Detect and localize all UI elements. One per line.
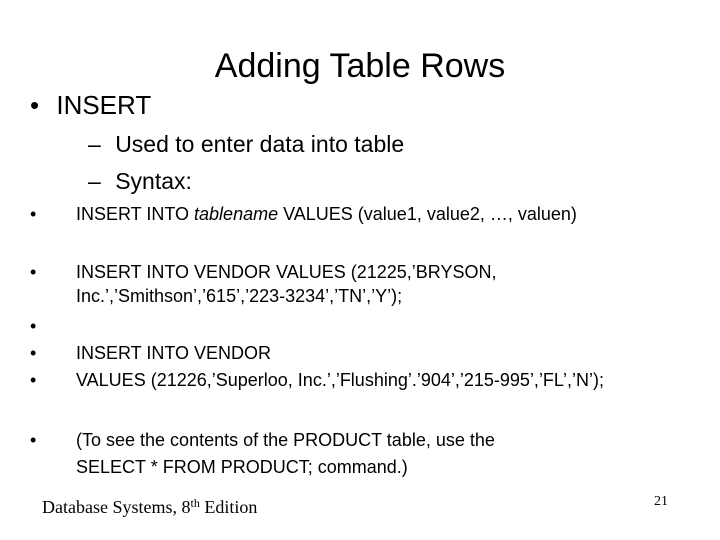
slide-title: Adding Table Rows: [0, 46, 720, 86]
note-line2: SELECT * FROM PRODUCT; command.): [76, 457, 408, 477]
dash-marker: –: [88, 168, 101, 194]
footer-text-after: Edition: [199, 497, 258, 517]
subbullet-syntax: – Syntax:: [88, 166, 192, 196]
bullet-marker: •: [30, 90, 40, 120]
bullet-insert: • INSERT: [30, 88, 151, 122]
example2-line1: INSERT INTO VENDOR: [76, 343, 272, 363]
subbullet-used-to-enter-text: Used to enter data into table: [115, 131, 405, 157]
bullet-marker: •: [30, 262, 37, 282]
subbullet-syntax-text: Syntax:: [115, 168, 192, 194]
bullet-marker: •: [30, 370, 37, 390]
syntax-prefix: INSERT INTO: [76, 204, 195, 224]
slide-title-text: Adding Table Rows: [214, 47, 506, 85]
syntax-line: INSERT INTO tablename VALUES (value1, va…: [76, 202, 577, 226]
example1-line2: Inc.’,’Smithson’,’615’,’223-3234’,’TN’,’…: [76, 286, 403, 306]
bullet-marker: •: [30, 343, 37, 363]
dash-marker: –: [88, 131, 101, 157]
footer-source: Database Systems, 8th Edition: [42, 496, 257, 518]
example1-line1: INSERT INTO VENDOR VALUES (21225,’BRYSON…: [76, 262, 497, 282]
example2-line2: VALUES (21226,’Superloo, Inc.’,’Flushing…: [76, 370, 604, 390]
subbullet-used-to-enter: – Used to enter data into table: [88, 129, 404, 159]
bullet-marker: •: [30, 430, 37, 450]
bullet-marker: •: [30, 204, 37, 224]
footer-text-before: Database Systems, 8: [42, 497, 191, 517]
footer-superscript: th: [190, 496, 200, 510]
note-line1: (To see the contents of the PRODUCT tabl…: [76, 430, 495, 450]
syntax-tablename: tablename: [194, 204, 279, 224]
bullet-marker-empty: •: [30, 316, 37, 336]
bullet-insert-text: INSERT: [56, 90, 152, 120]
syntax-suffix: VALUES (value1, value2, …, valuen): [278, 204, 577, 224]
page-number: 21: [654, 494, 668, 509]
